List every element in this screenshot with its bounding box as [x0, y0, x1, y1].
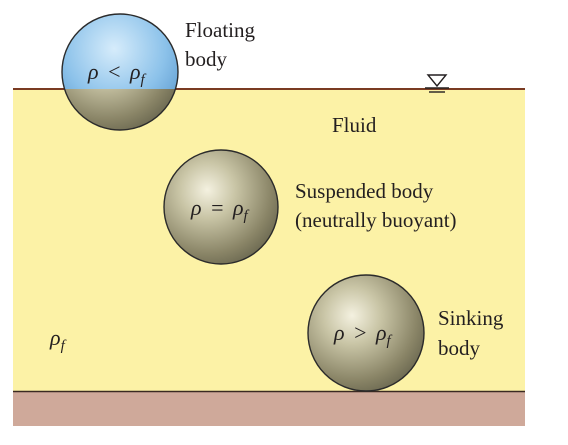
ground — [13, 392, 525, 426]
suspended-density-relation: ρ = ρf — [190, 195, 250, 224]
floating-label-line1: Floating — [185, 18, 256, 42]
fluid-region — [13, 89, 525, 391]
fluid-density-symbol: ρf — [49, 325, 67, 354]
sinking-label-line2: body — [438, 336, 481, 360]
free-surface-icon — [425, 74, 449, 93]
suspended-label-line2: (neutrally buoyant) — [295, 208, 457, 232]
fluid-label: Fluid — [332, 113, 377, 137]
sinking-density-relation: ρ > ρf — [333, 320, 393, 349]
floating-body — [61, 13, 179, 131]
floating-label-line2: body — [185, 47, 228, 71]
suspended-label-line1: Suspended body — [295, 179, 434, 203]
sinking-body — [307, 274, 425, 392]
suspended-body — [163, 149, 279, 265]
floating-density-relation: ρ < ρf — [87, 59, 147, 88]
sinking-label-line1: Sinking — [438, 306, 504, 330]
